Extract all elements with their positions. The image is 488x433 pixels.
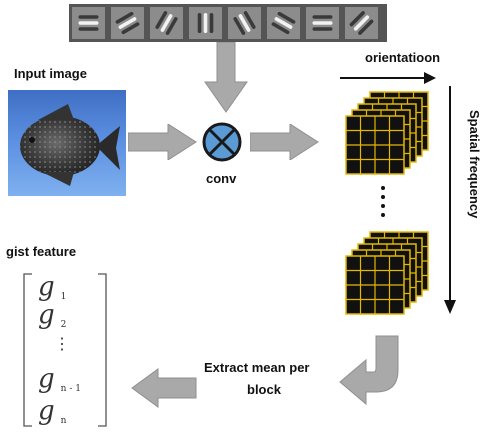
gist-index: n	[60, 416, 67, 426]
gist-vector-brackets	[23, 273, 107, 427]
right-arrow-icon	[250, 124, 319, 160]
extract-mean-label-line2: block	[247, 382, 281, 397]
gist-vector-entry: ⋮	[54, 334, 70, 353]
orientation-arrow-icon	[340, 72, 436, 84]
feature-map-stack-bottom	[345, 231, 429, 315]
fish-icon	[20, 104, 120, 186]
gabor-filter	[228, 7, 261, 39]
left-arrow-icon	[131, 368, 197, 408]
gist-symbol: g	[38, 272, 55, 302]
input-fish-image	[8, 90, 126, 196]
spatial-frequency-arrow-icon	[444, 86, 456, 314]
gist-index: n - 1	[60, 384, 81, 394]
right-arrow-icon	[128, 124, 197, 160]
gist-symbol: ⋮	[54, 334, 70, 353]
gabor-filter	[111, 7, 144, 39]
gist-symbol: g	[38, 396, 55, 426]
gabor-filter	[345, 7, 378, 39]
gist-feature-label: gist feature	[6, 244, 77, 259]
spatial-frequency-label: Spatial frequency	[467, 110, 482, 219]
convolution-operator-icon	[202, 122, 242, 162]
curved-arrow-icon	[339, 335, 399, 406]
down-arrow-icon	[204, 42, 248, 113]
gabor-filter	[189, 7, 222, 39]
feature-map-layer	[345, 115, 405, 175]
gabor-filter	[267, 7, 300, 39]
gist-index: 2	[60, 320, 67, 330]
gabor-filter	[72, 7, 105, 39]
gabor-filter	[150, 7, 183, 39]
input-image-label: Input image	[14, 66, 87, 81]
feature-map-layer	[345, 255, 405, 315]
gabor-filter	[306, 7, 339, 39]
ellipsis-dots-icon	[381, 186, 385, 217]
conv-label: conv	[206, 171, 237, 186]
gabor-filter-bank	[69, 4, 387, 42]
feature-map-stack-top	[345, 91, 429, 175]
gist-vector-entry: g n - 1	[38, 364, 81, 394]
gist-symbol: g	[38, 364, 55, 394]
gist-index: 1	[60, 292, 67, 302]
orientation-label: orientatioon	[365, 50, 441, 65]
gist-symbol: g	[38, 300, 55, 330]
gabor-filters-svg	[72, 7, 378, 39]
extract-mean-label-line1: Extract mean per	[204, 360, 310, 375]
